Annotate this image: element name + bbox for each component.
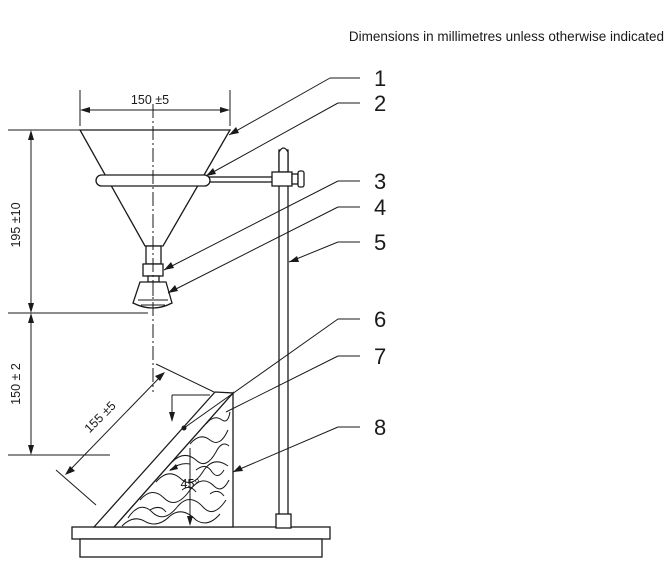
callout-1: 1 (374, 66, 386, 91)
dim-funnel-height: 195 ±10 (8, 129, 148, 314)
arrow-6-pointer (169, 394, 210, 422)
label-funnel-height: 195 ±10 (9, 202, 23, 247)
label-angle: 45° (181, 477, 200, 491)
callout-6: 6 (374, 307, 386, 332)
funnel (78, 129, 232, 265)
callout-4: 4 (374, 195, 386, 220)
clamp-arm (207, 170, 305, 188)
label-specimen-length: 155 ±5 (82, 399, 119, 436)
dimensions-note: Dimensions in millimetres unless otherwi… (349, 29, 664, 44)
support-rod (275, 147, 292, 529)
callout-3: 3 (374, 169, 386, 194)
angle-marker: 45° (169, 448, 199, 526)
dim-funnel-width: 150 ±5 (79, 90, 231, 126)
callout-2: 2 (374, 91, 386, 116)
dim-drop-height: 150 ± 2 (8, 313, 110, 456)
label-funnel-width: 150 ±5 (131, 93, 169, 107)
callout-5: 5 (374, 230, 386, 255)
callout-numbers: 1 2 3 4 5 6 7 8 (374, 66, 386, 440)
leader-lines (163, 77, 360, 473)
label-drop-height: 150 ± 2 (9, 363, 23, 405)
base-stand (71, 526, 331, 558)
leader-arrowheads (164, 127, 299, 472)
callout-7: 7 (374, 344, 386, 369)
callout-8: 8 (374, 415, 386, 440)
